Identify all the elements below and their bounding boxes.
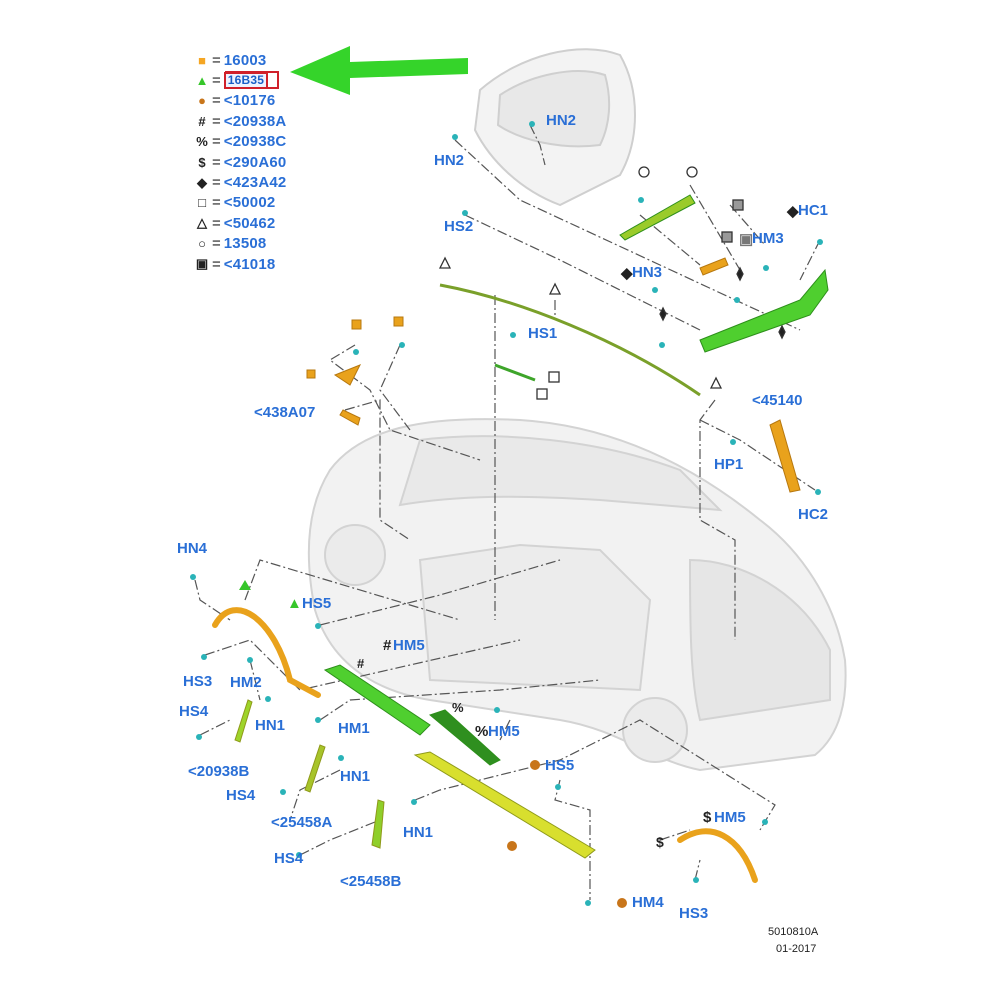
legend-equals: =: [212, 153, 221, 171]
legend-value: <20938C: [223, 133, 287, 151]
legend-symbol-icon: ●: [198, 93, 206, 109]
legend-value: 16B35: [223, 72, 269, 90]
legend-equals: =: [212, 112, 221, 130]
legend-value: <290A60: [223, 153, 287, 171]
legend-value: <50462: [223, 214, 276, 232]
label-hm1: HM1: [338, 720, 370, 737]
legend-value: <41018: [223, 255, 276, 273]
legend-row: ■ =16003: [196, 50, 346, 70]
label-hp1: HP1: [714, 456, 744, 473]
legend-symbol-icon: %: [196, 134, 208, 150]
orange-parts: [212, 607, 758, 883]
label-hs5-right: HS5: [545, 757, 575, 774]
label-hm5-bottom: HM5: [714, 809, 746, 826]
label-hs3-right: HS3: [679, 905, 709, 922]
legend-value: 13508: [223, 235, 267, 253]
leader-lines: [194, 124, 821, 900]
orange-solid-parts: [306, 257, 801, 493]
legend-row: $ =<290A60: [196, 152, 346, 172]
label-hm5-mid: HM5: [488, 723, 520, 740]
legend-row: □ =<50002: [196, 193, 346, 213]
label-25458a: <25458A: [271, 814, 333, 831]
clip-dots: [190, 121, 823, 906]
label-hn3: HN3: [632, 264, 663, 281]
legend-equals: =: [212, 235, 221, 253]
legend-symbol-icon: ◆: [197, 174, 207, 190]
prefix-diamond-hc1: ◆: [787, 203, 799, 220]
label-hs2: HS2: [444, 218, 474, 235]
label-hn2-left: HN2: [434, 152, 465, 169]
label-hs3-left: HS3: [183, 673, 213, 690]
legend-equals: =: [212, 194, 221, 212]
prefix-triangle-hs5: ▲: [287, 595, 302, 612]
legend-row: ▣=<41018: [196, 254, 346, 274]
legend-row: ◆ =<423A42: [196, 172, 346, 192]
label-25458b: <25458B: [340, 873, 402, 890]
label-hs4-b: HS4: [226, 787, 256, 804]
legend-value: <50002: [223, 194, 276, 212]
label-45140: <45140: [752, 392, 803, 409]
legend: ■=16003▲=16B35●=<10176#=<20938A%=<20938C…: [196, 50, 346, 274]
footer-code: 5010810A: [768, 926, 819, 938]
legend-symbol-icon: ▣: [195, 256, 209, 272]
green-parts: [323, 194, 829, 766]
legend-equals: =: [212, 92, 221, 110]
label-hm3: HM3: [752, 230, 784, 247]
label-hm2: HM2: [230, 674, 262, 691]
marker-dollar: $: [656, 834, 664, 850]
legend-symbol-icon: #: [198, 113, 206, 129]
label-hc1: HC1: [798, 202, 829, 219]
legend-value: <423A42: [223, 174, 287, 192]
prefix-diamond-hn3: ◆: [621, 265, 633, 282]
label-hn2-top: HN2: [546, 112, 577, 129]
yellow-parts: [234, 699, 596, 859]
legend-value: 16003: [223, 51, 267, 69]
label-hm4: HM4: [632, 894, 664, 911]
label-hc2: HC2: [798, 506, 829, 523]
vehicle-body: [307, 418, 847, 772]
legend-value: <20938A: [223, 112, 287, 130]
legend-row: ▲=16B35: [196, 70, 346, 90]
legend-equals: =: [212, 255, 221, 273]
legend-symbol-icon: △: [197, 215, 207, 231]
label-hs1: HS1: [528, 325, 558, 342]
green-arrow: [290, 46, 468, 95]
label-20938b: <20938B: [188, 763, 250, 780]
marker-hash: #: [357, 656, 365, 671]
legend-row: %=<20938C: [196, 132, 346, 152]
liftgate: [473, 48, 636, 207]
legend-row: # =<20938A: [196, 111, 346, 131]
label-hn4: HN4: [177, 540, 208, 557]
legend-row: ○ =13508: [196, 234, 346, 254]
symbol-markers: [239, 166, 786, 908]
marker-percent: %: [452, 700, 464, 715]
legend-symbol-icon: □: [198, 195, 206, 211]
label-hs5-left: HS5: [302, 595, 332, 612]
label-438a07: <438A07: [254, 404, 316, 421]
legend-equals: =: [212, 214, 221, 232]
label-hs4-c: HS4: [274, 850, 304, 867]
label-hn1-c: HN1: [403, 824, 434, 841]
legend-row: △ =<50462: [196, 213, 346, 233]
prefix-hash-hm5: #: [383, 637, 392, 654]
legend-equals: =: [212, 72, 221, 90]
label-hn1-a: HN1: [255, 717, 286, 734]
legend-value: <10176: [223, 92, 276, 110]
legend-row: ● =<10176: [196, 91, 346, 111]
label-hm5-top: HM5: [393, 637, 425, 654]
legend-equals: =: [212, 174, 221, 192]
legend-equals: =: [212, 51, 221, 69]
prefix-dollar-hm5: $: [703, 809, 712, 826]
legend-symbol-icon: ○: [198, 236, 206, 252]
legend-symbol-icon: ■: [198, 52, 206, 68]
prefix-square-hm3: ▣: [739, 231, 754, 248]
legend-symbol-icon: $: [198, 154, 206, 170]
prefix-percent-hm5: %: [475, 723, 489, 740]
label-hs4-a: HS4: [179, 703, 209, 720]
label-hn1-b: HN1: [340, 768, 371, 785]
legend-symbol-icon: ▲: [195, 73, 209, 89]
legend-equals: =: [212, 133, 221, 151]
footer-date: 01-2017: [776, 943, 817, 955]
